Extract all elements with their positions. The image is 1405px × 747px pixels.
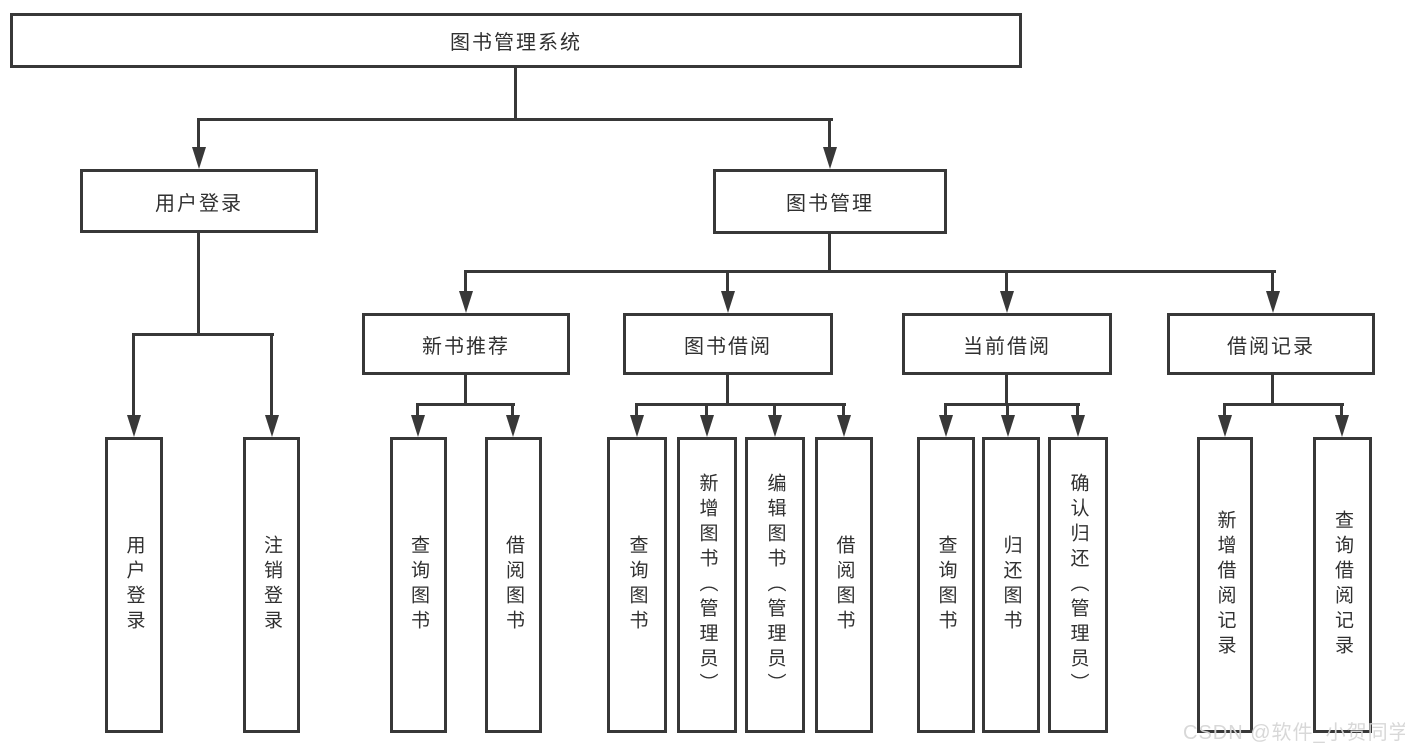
arrowhead-bb-edit [768,415,782,437]
leaf-cb-confirm-return-admin: 确认归还（管理员） [1048,437,1108,733]
connector-book-borrow-down [726,375,729,406]
leaf-bb-add-books-admin: 新增图书（管理员） [677,437,737,733]
leaf-bb-query-books: 查询图书 [607,437,667,733]
leaf-rec-borrow-books: 借阅图书 [485,437,542,733]
connector-records-down [1271,375,1274,406]
arrowhead-bb-add [700,415,714,437]
connector-to-logout-leaf [270,333,273,419]
leaf-cb-return-books: 归还图书 [982,437,1040,733]
arrowhead-cur-borrow [1000,291,1014,313]
connector-to-bb-edit [773,403,776,420]
connector-cur-borrow-horizontal [944,403,1080,406]
connector-records-horizontal [1223,403,1344,406]
leaf-cb-query-books: 查询图书 [917,437,975,733]
leaf-logout: 注销登录 [243,437,300,733]
connector-cur-borrow-down [1005,375,1008,406]
connector-root-down [514,68,517,121]
connector-to-rec-borrow [511,403,514,420]
csdn-watermark: CSDN @软件_小贺同学 [1183,722,1405,744]
arrowhead-bb-query [630,415,644,437]
arrowhead-rec-query [411,415,425,437]
arrowhead-r-query [1335,415,1349,437]
arrowhead-login-leaf [127,415,141,437]
leaf-user-login: 用户登录 [105,437,163,733]
connector-to-r-add [1223,403,1226,420]
leaf-query-borrow-record: 查询借阅记录 [1313,437,1372,733]
connector-to-bb-query [635,403,638,420]
connector-book-borrow-horizontal [635,403,846,406]
arrowhead-new-rec [459,291,473,313]
arrowhead-cb-confirm [1071,415,1085,437]
arrowhead-records [1266,291,1280,313]
node-new-book-recommend: 新书推荐 [362,313,570,375]
leaf-bb-edit-books-admin: 编辑图书（管理员） [745,437,805,733]
connector-to-cb-return [1006,403,1009,420]
connector-to-user-login [197,118,200,151]
connector-user-login-down [197,233,200,336]
connector-new-rec-horizontal [416,403,515,406]
arrowhead-rec-borrow [506,415,520,437]
arrowhead-bb-borrow [837,415,851,437]
node-current-borrow: 当前借阅 [902,313,1112,375]
node-book-borrow: 图书借阅 [623,313,833,375]
connector-to-new-rec [464,270,467,295]
node-borrow-records: 借阅记录 [1167,313,1375,375]
connector-level2-horizontal [197,118,833,121]
arrowhead-user-login [192,147,206,169]
node-root: 图书管理系统 [10,13,1022,68]
arrowhead-logout-leaf [265,415,279,437]
connector-to-book-mgmt [828,118,831,151]
connector-to-login-leaf [132,333,135,419]
arrowhead-book-mgmt [823,147,837,169]
connector-to-records [1271,270,1274,295]
arrowhead-cb-return [1001,415,1015,437]
connector-to-cur-borrow [1005,270,1008,295]
connector-to-r-query [1340,403,1343,420]
connector-to-bb-borrow [842,403,845,420]
leaf-add-borrow-record: 新增借阅记录 [1197,437,1253,733]
arrowhead-book-borrow [721,291,735,313]
connector-book-mgmt-down [828,234,831,273]
connector-user-login-horizontal [132,333,274,336]
connector-to-cb-query [944,403,947,420]
connector-level3-horizontal [464,270,1276,273]
arrowhead-cb-query [939,415,953,437]
connector-to-rec-query [416,403,419,420]
connector-to-cb-confirm [1076,403,1079,420]
connector-new-rec-down [464,375,467,406]
arrowhead-r-add [1218,415,1232,437]
leaf-rec-query-books: 查询图书 [390,437,447,733]
connector-to-bb-add [705,403,708,420]
leaf-bb-borrow-books: 借阅图书 [815,437,873,733]
node-book-mgmt: 图书管理 [713,169,947,234]
node-user-login: 用户登录 [80,169,318,233]
connector-to-book-borrow [726,270,729,295]
